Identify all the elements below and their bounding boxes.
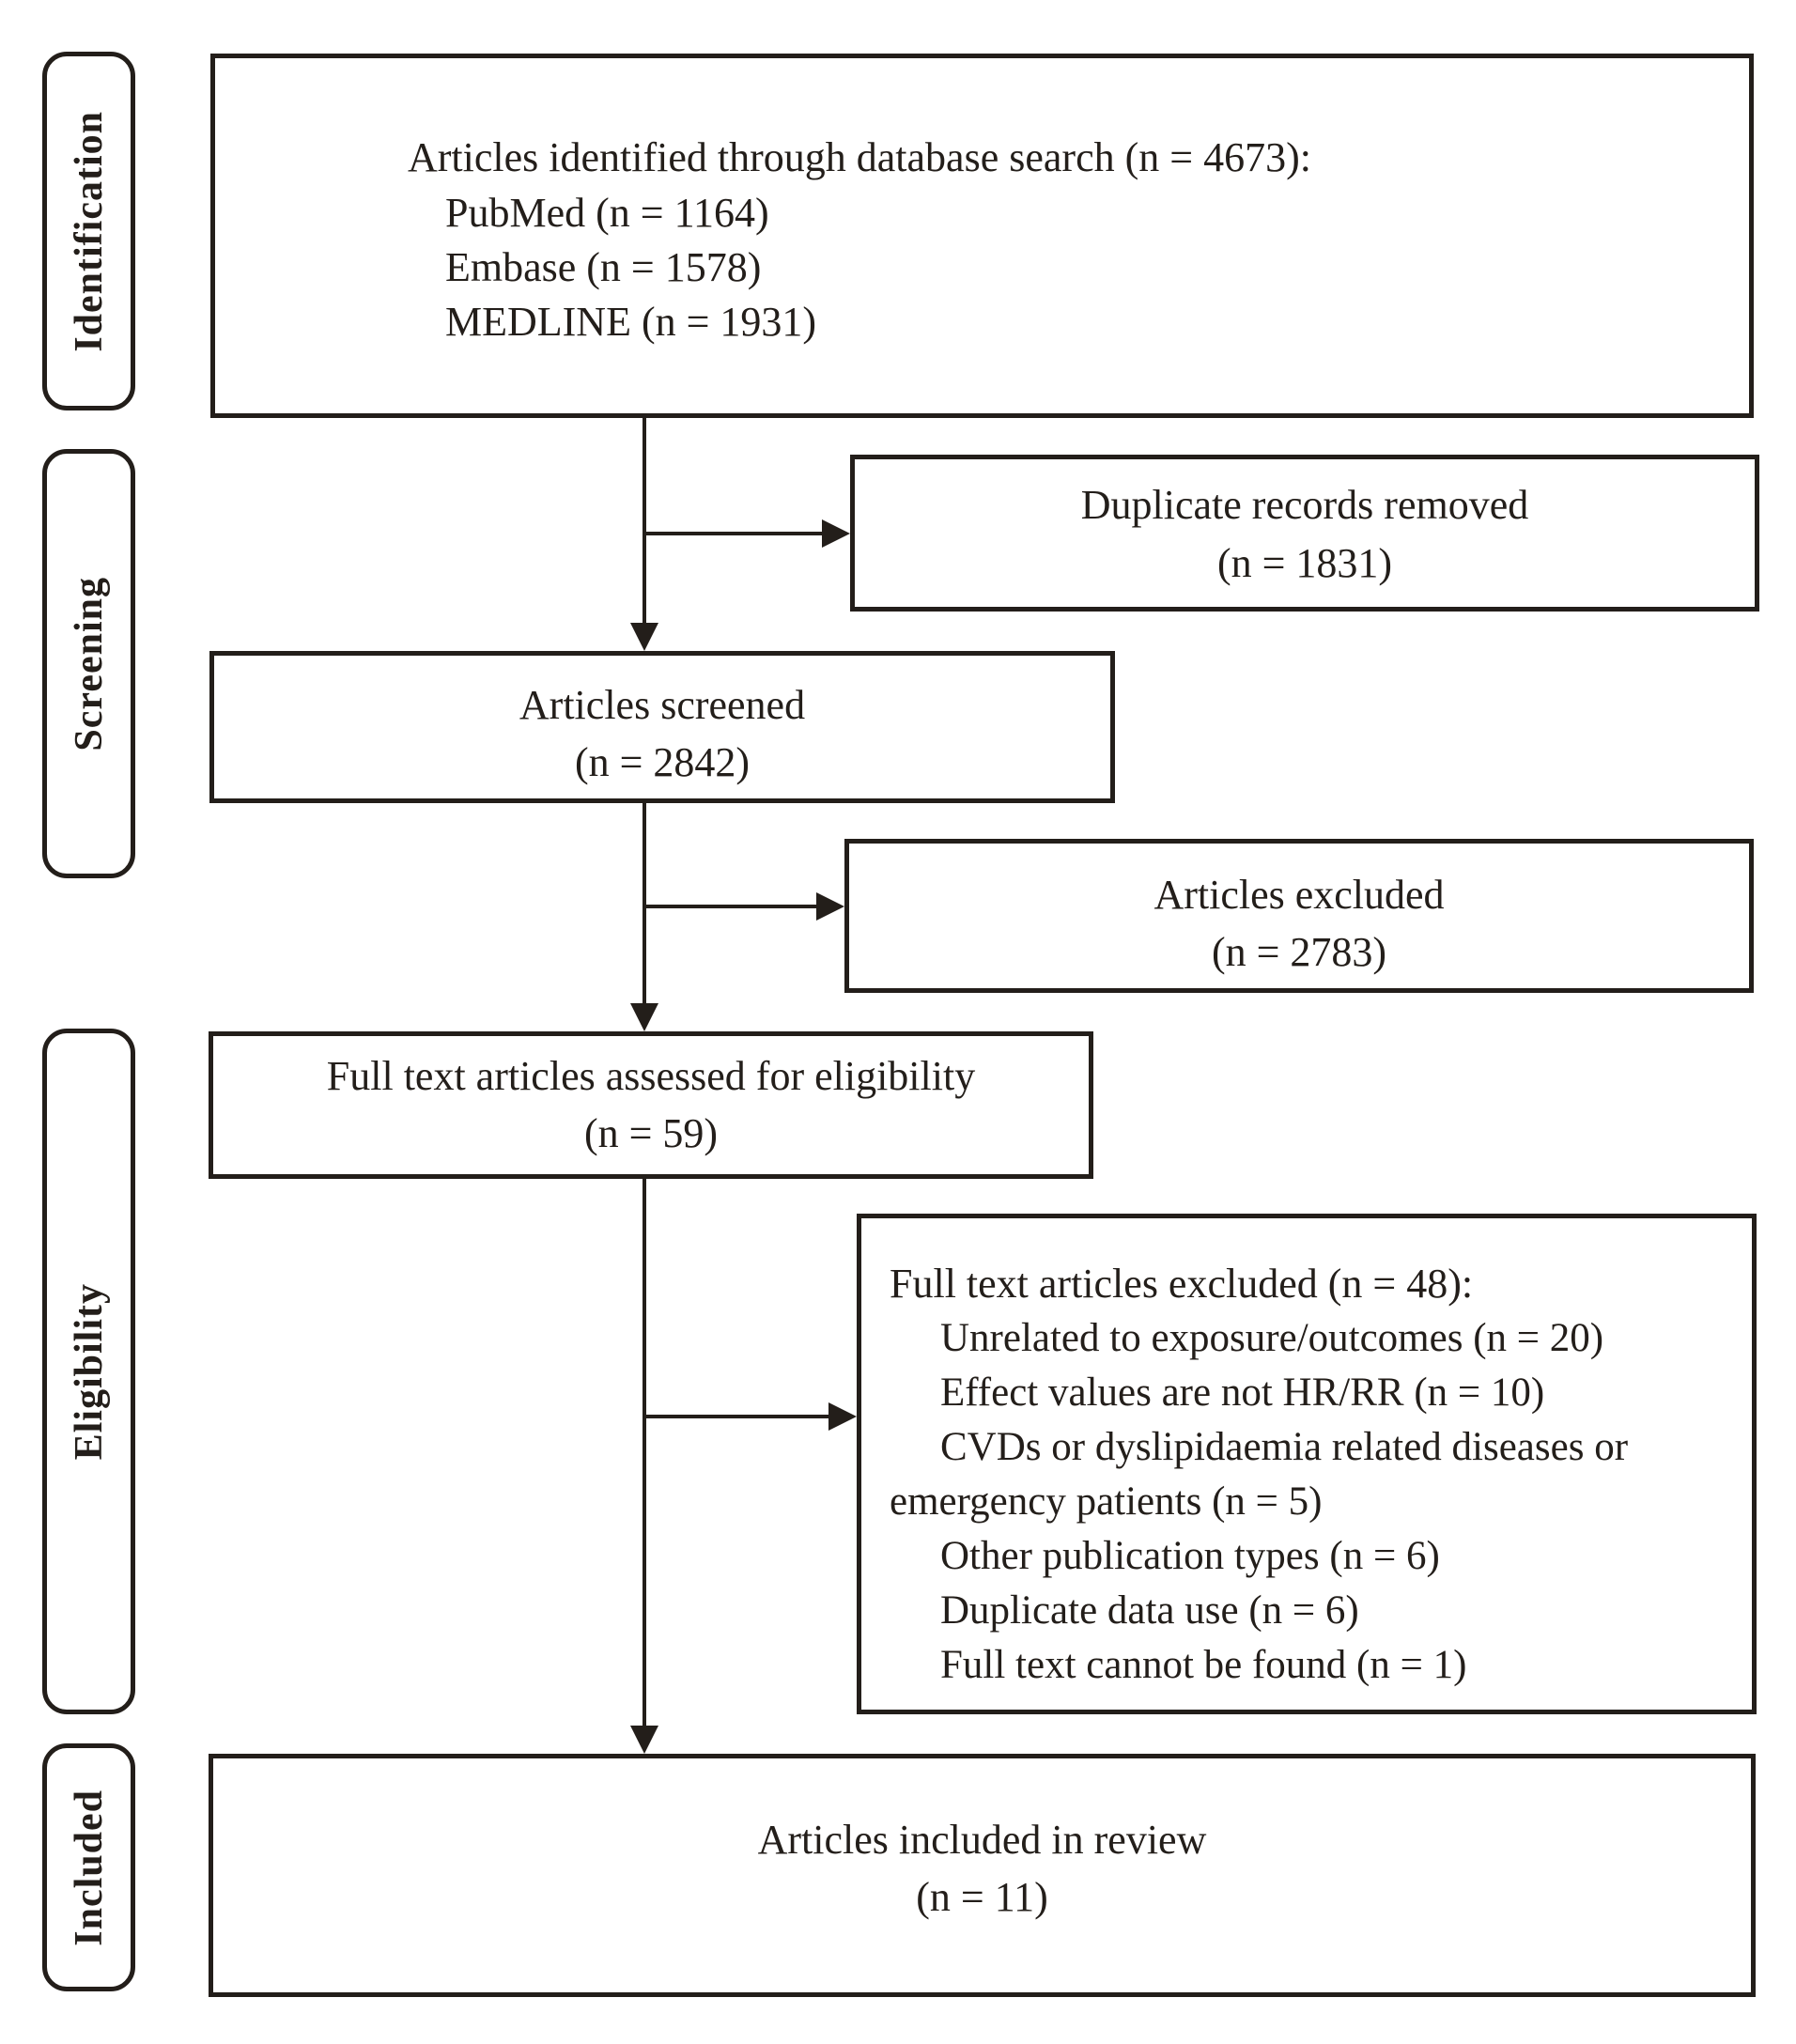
included-count: (n = 11) <box>916 1874 1048 1920</box>
identified-source-pubmed: PubMed (n = 1164) <box>445 190 769 236</box>
box-duplicates-removed: Duplicate records removed (n = 1831) <box>850 455 1759 612</box>
stage-screening-label: Screening <box>67 576 111 751</box>
stage-eligibility-label: Eligibility <box>67 1282 111 1461</box>
box-articles-included: Articles included in review (n = 11) <box>209 1754 1756 1997</box>
ft-excluded-reason-publication-types: Other publication types (n = 6) <box>940 1534 1440 1578</box>
duplicates-removed-line1: Duplicate records removed <box>1080 482 1529 528</box>
box-full-text-assessed: Full text articles assessed for eligibil… <box>209 1031 1093 1179</box>
excluded-count: (n = 2783) <box>1211 929 1387 975</box>
box-full-text-excluded: Full text articles excluded (n = 48): Un… <box>857 1214 1757 1714</box>
included-line1: Articles included in review <box>757 1817 1207 1863</box>
box-articles-excluded: Articles excluded (n = 2783) <box>844 839 1754 993</box>
connector-identified-to-screened <box>643 418 646 627</box>
box-articles-screened: Articles screened (n = 2842) <box>209 651 1115 803</box>
arrowhead-right-excluded <box>816 892 844 921</box>
duplicates-removed-count: (n = 1831) <box>1216 540 1393 586</box>
stage-identification-label: Identification <box>67 110 111 352</box>
connector-assessed-to-included <box>643 1179 646 1729</box>
identified-source-medline: MEDLINE (n = 1931) <box>445 299 817 345</box>
connector-to-duplicates <box>644 532 825 535</box>
arrowhead-down-screened <box>630 623 658 651</box>
stage-eligibility: Eligibility <box>42 1029 135 1714</box>
stage-identification: Identification <box>42 52 135 410</box>
ft-excluded-reason-effect-values: Effect values are not HR/RR (n = 10) <box>940 1370 1545 1415</box>
assessed-count: (n = 59) <box>583 1110 719 1156</box>
assessed-line1: Full text articles assessed for eligibil… <box>326 1053 976 1099</box>
identified-source-embase: Embase (n = 1578) <box>445 244 762 290</box>
identified-title: Articles identified through database sea… <box>408 134 1311 180</box>
ft-excluded-reason-cvds: CVDs or dyslipidaemia related diseases o… <box>890 1425 1629 1524</box>
connector-to-excluded <box>644 905 819 908</box>
stage-screening: Screening <box>42 449 135 878</box>
stage-included-label: Included <box>67 1788 111 1946</box>
ft-excluded-reason-no-full-text: Full text cannot be found (n = 1) <box>940 1643 1467 1687</box>
arrowhead-right-duplicates <box>822 519 850 548</box>
ft-excluded-reason-unrelated: Unrelated to exposure/outcomes (n = 20) <box>940 1316 1604 1360</box>
ft-excluded-title: Full text articles excluded (n = 48): <box>890 1261 1474 1307</box>
screened-line1: Articles screened <box>519 682 806 728</box>
arrowhead-down-assessed <box>630 1003 658 1031</box>
arrowhead-down-included <box>630 1726 658 1754</box>
stage-included: Included <box>42 1743 135 1991</box>
connector-to-ft-excluded <box>644 1415 830 1418</box>
excluded-line1: Articles excluded <box>1153 872 1445 918</box>
box-articles-identified: Articles identified through database sea… <box>210 54 1754 418</box>
ft-excluded-reason-duplicate-data: Duplicate data use (n = 6) <box>940 1588 1359 1633</box>
arrowhead-right-ft-excluded <box>828 1402 857 1431</box>
screened-count: (n = 2842) <box>574 739 751 785</box>
